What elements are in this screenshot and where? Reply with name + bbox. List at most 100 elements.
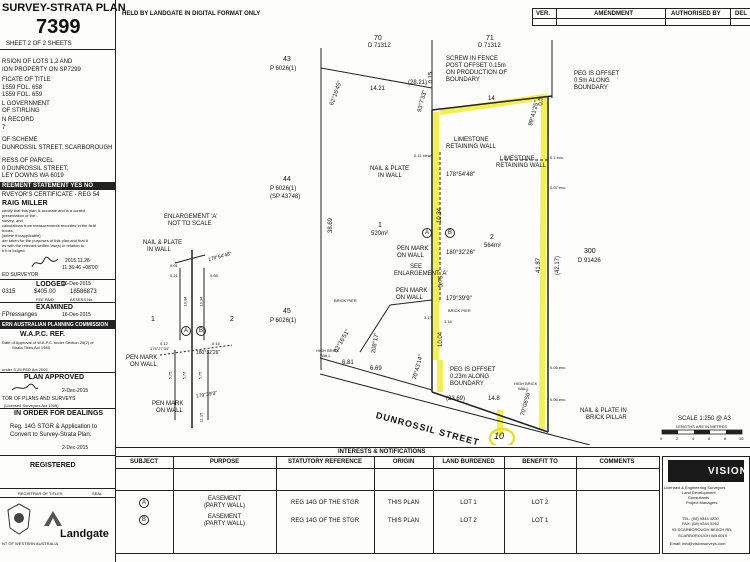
enlargement-dim: 6.75 <box>167 371 173 380</box>
surveyor-signature <box>31 256 59 268</box>
note-limestone: LIMESTONE <box>500 156 535 162</box>
scale-mark: 6 <box>708 436 711 441</box>
lot-number: 44 <box>283 176 291 183</box>
landgate-logo: Landgate <box>60 528 109 540</box>
plan-approved-title: PLAN APPROVED <box>24 374 85 381</box>
vision-line: Email: info@visionsurveys.com <box>670 541 726 546</box>
boundary-line <box>359 304 391 353</box>
easement-marker-a: A <box>422 228 432 238</box>
lot1-area: 520m² <box>371 231 389 237</box>
lot-ref: P 6026(1) <box>270 186 297 192</box>
vision-line: 93 SCARBOROUGH BEACH RD, <box>672 527 733 532</box>
dimension: 0.5 <box>538 97 545 106</box>
certificate-label: FICATE OF TITLE <box>2 77 51 83</box>
licensed-surveyor: ED SURVEYOR <box>2 272 39 278</box>
enlargement-title: Enlargement 'A' <box>164 214 218 220</box>
note-high-brick-wall: WALL <box>518 386 529 391</box>
enlargement-dim: 11.15 <box>198 412 204 423</box>
street-line <box>319 373 591 445</box>
table-row-purpose: EASEMENT <box>207 496 241 502</box>
scale-text: SCALE 1:250 @ A3 <box>678 416 731 422</box>
note-high-brick-wall: HIGH BRICK <box>316 348 340 353</box>
lot-number: 300 <box>584 248 596 255</box>
amendment-header: AMENDMENT <box>594 11 633 17</box>
enlargement-nail-plate: NAIL & PLATE <box>143 240 183 246</box>
plans-surveys-act: (Licensed Surveyors Act 1909) <box>4 403 59 408</box>
lodged-date: 16-Dec-2015 <box>62 281 91 287</box>
table-row-origin: THIS PLAN <box>387 500 419 506</box>
dimension: (23.69) <box>446 396 466 402</box>
scale-mark: 2 <box>676 436 679 441</box>
enlargement-bearing: 180°32'26" <box>196 350 221 356</box>
wapc-text: Strata Titles Act 1985 <box>12 345 50 350</box>
held-note: HELD BY LANDGATE IN DIGITAL FORMAT ONLY <box>122 11 261 17</box>
table-row-statutory: REG 14G OF THE STGR <box>291 518 359 524</box>
note-nail-plate: IN WALL <box>378 173 402 179</box>
note-high-brick-wall: HIGH BRICK <box>514 381 538 386</box>
plan-approved-date: 2-Dec-2015 <box>62 388 89 394</box>
table-row-burdened: LOT 2 <box>460 518 477 524</box>
enlargement-drawing <box>159 250 233 428</box>
enlargement-dim: 0.12 <box>160 341 168 346</box>
table-row-purpose: EASEMENT <box>207 514 241 520</box>
vision-line: FAX: (08) 9344 0262 <box>682 521 719 526</box>
address-label: RESS OF PARCEL <box>2 158 54 164</box>
scale-mark: 10 <box>739 436 744 441</box>
plan-title: SURVEY-STRATA PLAN <box>2 2 126 14</box>
in-order-line: Convert to Survey-Strata Plan. <box>10 432 92 438</box>
wapc-text: Date of Approval of W.A.P.C. under Secti… <box>2 340 94 345</box>
bearing: 179°39'9" <box>446 296 472 302</box>
subdivision-line: ION PROPERTY ON SP7299 <box>2 67 81 73</box>
government-crest-icon <box>7 503 31 535</box>
boundary-line <box>320 67 433 89</box>
surveyor-text: calculations from measurements recorded … <box>2 223 96 228</box>
table-row-statutory: REG 14G OF THE STGR <box>291 500 359 506</box>
examined-title: EXAMINED <box>36 304 73 311</box>
in-order-date: 2-Dec-2015 <box>62 445 89 451</box>
bearing: 180°32'26" <box>446 250 476 256</box>
lot-ref: P 6026(1) <box>270 66 297 72</box>
vision-line: Project Managers <box>686 500 718 505</box>
scheme-address: DUNROSSIL STREET, SCARBOROUGH <box>2 145 113 151</box>
lot-number: 45 <box>283 308 291 315</box>
dimension: 0.05 enc. <box>550 365 567 370</box>
note-nail-plate: NAIL & PLATE <box>370 166 410 172</box>
surveyor-text: certify that this plan is accurate and i… <box>2 208 86 213</box>
enlargement-lot1: 1 <box>151 316 155 323</box>
dimension: 0.11 clear <box>414 153 432 158</box>
col-header: COMMENTS <box>599 459 635 465</box>
examined-date: 16-Dec-2015 <box>62 312 91 318</box>
dimension: 3.18 <box>444 319 452 324</box>
scale-bar <box>661 429 743 435</box>
folio-line: 1559 FOL. 659 <box>2 92 43 98</box>
enlargement-dim: 0.21 <box>170 273 178 278</box>
lot-number: 43 <box>283 56 291 63</box>
table-row-origin: THIS PLAN <box>387 518 419 524</box>
note-pen-mark: PEN MARK <box>396 288 428 294</box>
enlargement-marker-a: A <box>181 326 191 336</box>
dimension: 14.8 <box>488 396 500 402</box>
enlargement-dim: 0.16 <box>212 341 220 346</box>
enlargement-dim: 0.01 <box>170 263 178 268</box>
lot-ref: D 71312 <box>478 43 501 49</box>
wapc-title: ERN AUSTRALIAN PLANNING COMMISSION <box>2 322 108 328</box>
lot2-area: 564m² <box>484 243 502 249</box>
table-row-purpose: (PARTY WALL) <box>203 521 246 527</box>
dimension: 0.1 enc. <box>550 155 565 160</box>
registered-title: REGISTERED <box>30 462 76 469</box>
plans-surveys: TOR OF PLANS AND SURVEYS <box>2 396 76 402</box>
table-row-benefit: LOT 2 <box>531 500 549 506</box>
enlargement-dim: 5.75 <box>197 371 203 380</box>
surveyor-certificate: RVEYOR'S CERTIFICATE - REG 54 <box>2 192 100 198</box>
dimension: 10.34 <box>437 207 444 224</box>
govt-label: NT OF WESTERN AUSTRALIA <box>2 541 59 546</box>
lot-ref: (SP 43748) <box>270 194 301 200</box>
scale-mark: 8 <box>724 436 727 441</box>
note-limestone: LIMESTONE <box>454 137 489 143</box>
vision-logo-icon <box>668 460 744 482</box>
note-peg-top: PEG IS OFFSET <box>574 71 620 77</box>
note-peg-top: 0.5m ALONG <box>574 78 610 84</box>
surveyor-text: survey; and <box>2 218 23 223</box>
subdivision-line: RSION OF LOTS 1,2 AND <box>2 59 73 65</box>
fee-paid-value: $405.00 <box>34 289 56 295</box>
